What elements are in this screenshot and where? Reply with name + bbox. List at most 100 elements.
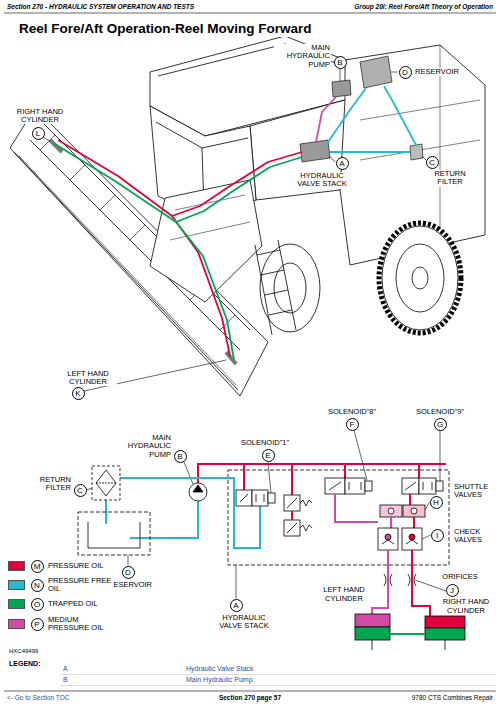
legend-swatch — [8, 561, 25, 571]
callout-circle: DRESERVOIR — [122, 566, 135, 579]
hydraulic-schematic — [244, 464, 419, 495]
callout-letter: F — [347, 419, 358, 430]
callout-letter: O — [32, 599, 43, 610]
callout-label: SOLENOID"9" — [415, 408, 465, 416]
hydraulic-lines — [172, 216, 230, 356]
callout-letter: I — [432, 530, 443, 541]
callout-circle: O — [31, 598, 44, 611]
callout-letter: B — [335, 57, 346, 68]
combine-drawing — [360, 45, 480, 230]
callout-letter: B — [175, 451, 186, 462]
leader-line — [425, 502, 430, 510]
hydraulic-schematic — [390, 633, 425, 635]
leader-line — [340, 69, 341, 81]
hydraulic-schematic — [436, 481, 443, 491]
hydraulic-schematic — [268, 493, 275, 503]
callout-circle: ICHECK VALVES — [431, 529, 444, 542]
hydraulic-schematic — [228, 470, 449, 565]
callout-circle: HSHUTTLE VALVES — [430, 496, 443, 509]
callout-circle: CRETURN FILTER — [426, 156, 439, 169]
callout-letter: A — [231, 600, 242, 611]
combine-drawing — [10, 36, 485, 396]
part-label: LEFT HAND CYLINDER — [317, 586, 371, 603]
combine-drawing — [170, 195, 250, 240]
hydraulic-schematic — [405, 482, 432, 490]
hydraulic-schematic — [96, 483, 116, 484]
callout-letter: N — [32, 580, 43, 591]
table-rule — [60, 674, 496, 675]
hydraulic-schematic — [409, 534, 415, 540]
hydraulic-schematic — [409, 494, 411, 505]
callout-circle: P — [31, 618, 44, 631]
table-cell: A — [62, 665, 69, 673]
callout-circle: AHYDRAULIC VALVE STACK — [230, 599, 243, 612]
callout-label: LEFT HAND CYLINDER — [60, 370, 117, 387]
leader-line — [43, 69, 446, 599]
hydraulic-schematic — [92, 466, 120, 500]
hydraulic-schematic — [335, 494, 378, 522]
callout-label: MAIN HYDRAULIC PUMP — [115, 434, 172, 459]
callout-circle: ESOLENOID"1" — [262, 449, 275, 462]
hydraulic-schematic — [120, 478, 260, 548]
callout-label: RIGHT HAND CYLINDER — [12, 108, 69, 125]
page-rule — [4, 691, 496, 692]
legend-swatch — [8, 580, 25, 590]
callout-letter: G — [435, 419, 446, 430]
hydraulic-parts — [300, 140, 330, 162]
callout-label: RETURN FILTER — [28, 476, 72, 493]
hydraulic-schematic — [419, 478, 436, 494]
hydraulic-schematic — [380, 505, 402, 517]
callout-letter: A — [337, 158, 348, 169]
toc-link: <- Go to Section TOC — [6, 694, 70, 701]
callout-circle: AHYDRAULIC VALVE STACK — [336, 157, 349, 170]
hydraulic-lines — [58, 140, 302, 216]
combine-drawing — [150, 180, 262, 302]
combine-drawing — [382, 226, 458, 330]
callout-label: RETURN FILTER — [428, 170, 472, 187]
page-number: Section 270 page 57 — [218, 694, 282, 701]
hydraulic-lines — [55, 86, 416, 360]
callout-circle: DRESERVOIR — [399, 66, 412, 79]
combine-drawing — [379, 223, 461, 333]
callout-label: CHECK VALVES — [453, 528, 495, 545]
hydraulic-schematic — [372, 640, 445, 650]
legend-heading: LEGEND: — [8, 660, 42, 668]
legend-text: PRESSURE FREE OIL — [47, 577, 113, 594]
table-cell: B — [62, 676, 69, 684]
hydraulic-schematic — [96, 470, 116, 496]
callout-label: ORIFICES — [441, 573, 478, 581]
hydraulic-lines — [326, 88, 366, 145]
hydraulic-schematic — [425, 628, 465, 640]
hydraulic-lines — [176, 222, 234, 360]
hydraulic-lines — [55, 144, 302, 222]
hydraulic-schematic — [78, 512, 150, 555]
legend-swatch — [8, 619, 25, 629]
hydraulic-schematic — [189, 483, 207, 501]
hydraulic-schematic — [345, 478, 365, 494]
hydraulic-schematic — [252, 490, 268, 506]
hydraulic-parts — [50, 56, 423, 364]
hydraulic-schematic — [355, 614, 390, 627]
combine-drawing — [412, 267, 428, 289]
page-rule — [4, 13, 496, 14]
section-heading: Section 270 - HYDRAULIC SYSTEM OPERATION… — [6, 3, 195, 10]
part-label: RIGHT HAND CYLINDER — [438, 598, 494, 615]
combine-drawing — [274, 263, 306, 313]
hydraulic-schematic — [425, 616, 465, 628]
callout-letter: H — [431, 497, 442, 508]
book-title: 9780 CTS Combines Repair — [411, 694, 494, 701]
combine-drawing — [158, 44, 338, 76]
hydraulic-schematic — [388, 508, 394, 514]
leader-line — [329, 156, 336, 162]
callout-circle: BMAIN HYDRAULIC PUMP — [174, 450, 187, 463]
callout-label: MAIN HYDRAULIC PUMP — [274, 44, 331, 69]
callout-letter: P — [32, 619, 43, 630]
hydraulic-schematic — [329, 482, 361, 490]
callout-circle: M — [31, 560, 44, 573]
hydraulic-schematic — [78, 464, 465, 650]
callout-label: SOLENOID"8" — [327, 408, 377, 416]
table-rule — [60, 685, 496, 686]
hydraulic-schematic — [88, 522, 140, 548]
hydraulic-parts — [332, 80, 351, 97]
